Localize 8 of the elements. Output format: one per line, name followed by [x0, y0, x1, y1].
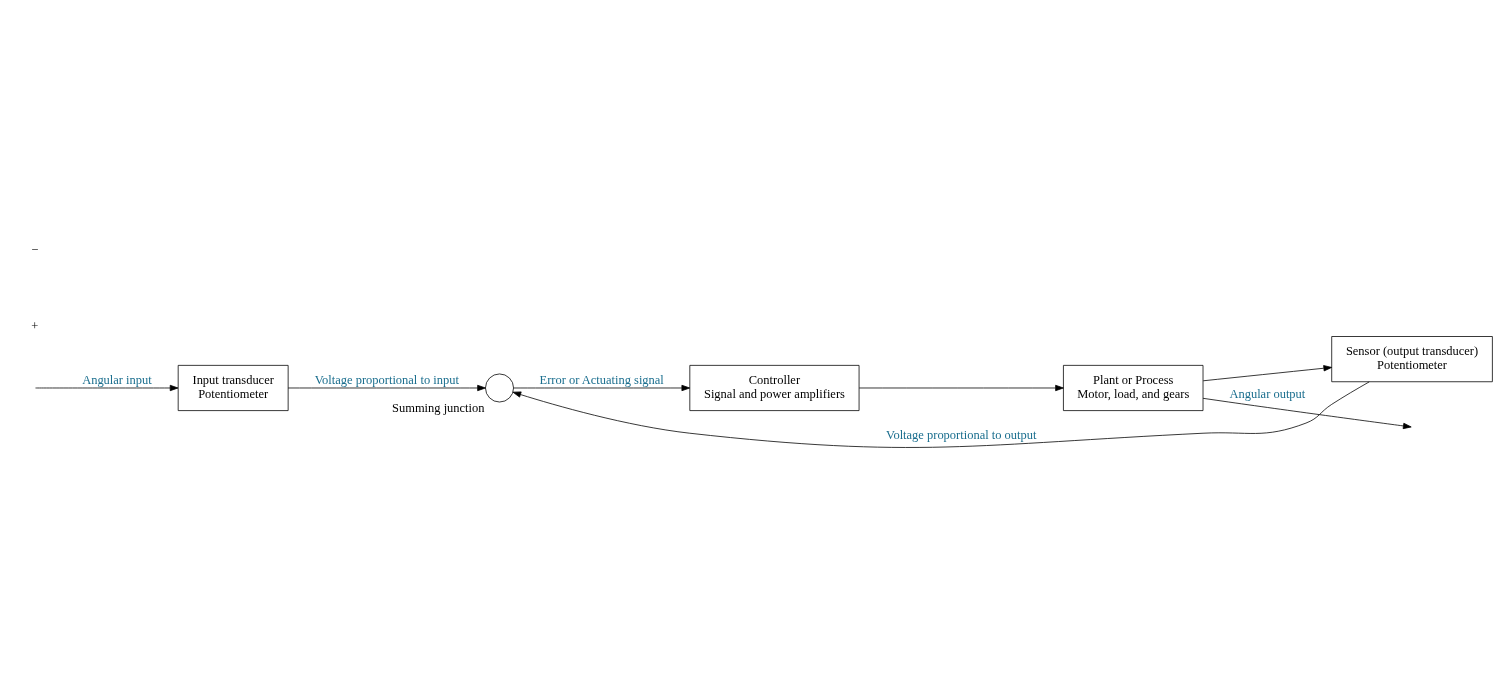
- label: −: [31, 242, 39, 257]
- edge-label: Angular output: [1229, 386, 1306, 401]
- edge-label: Voltage proportional to input: [314, 372, 459, 387]
- label: +: [31, 319, 39, 334]
- edge-label: Voltage proportional to output: [886, 427, 1037, 442]
- node-label: Summing junction: [392, 401, 485, 416]
- edge-label: Angular input: [82, 372, 152, 387]
- edge-label: Error or Actuating signal: [539, 372, 664, 387]
